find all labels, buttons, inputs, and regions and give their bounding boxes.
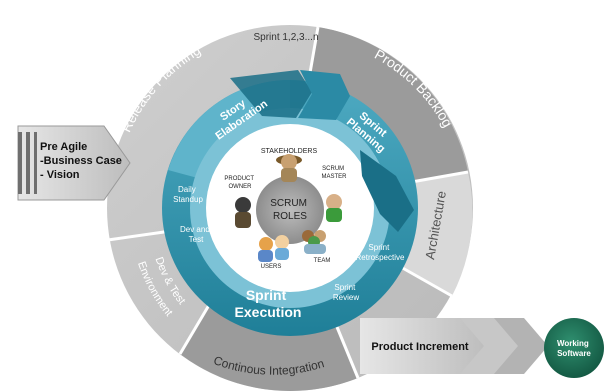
product-owner-figure (235, 197, 251, 228)
working-software-label: Working Software (557, 339, 591, 358)
stakeholders-label: STAKEHOLDERS (261, 148, 318, 155)
users-figures (258, 235, 289, 262)
sprint-retrospective-label: Sprint Retrospective (356, 243, 405, 262)
scrum-roles-center (256, 176, 324, 244)
sprint-execution-label: Sprint Execution (235, 287, 302, 320)
product-backlog-segment (306, 27, 468, 184)
sprint-review-label: Sprint Review (333, 283, 359, 302)
sprint-iterations-label: Sprint 1,2,3...n (253, 32, 318, 43)
team-label: TEAM (314, 258, 331, 264)
team-figures (302, 230, 326, 254)
working-software-circle (544, 318, 604, 378)
stakeholders-figure (276, 154, 302, 182)
pre-agile-input-arrow (17, 125, 131, 201)
sprint-flow-arrow (230, 70, 312, 118)
product-increment-label: Product Increment (371, 341, 469, 353)
users-label: USERS (261, 264, 282, 270)
product-increment-arrow (360, 318, 548, 374)
dev-and-test-label: Dev and Test (180, 225, 212, 244)
scrum-master-label: SCRUM MASTER (321, 166, 347, 180)
sprint-planning-arrow (360, 150, 414, 232)
scrum-roles-title: SCRUM ROLES (270, 198, 309, 222)
pre-agile-text: Pre Agile -Business Case - Vision (40, 141, 125, 181)
product-owner-label: PRODUCT OWNER (224, 176, 255, 190)
daily-standup-label: Daily Standup (173, 185, 203, 204)
scrum-master-figure (326, 194, 342, 222)
